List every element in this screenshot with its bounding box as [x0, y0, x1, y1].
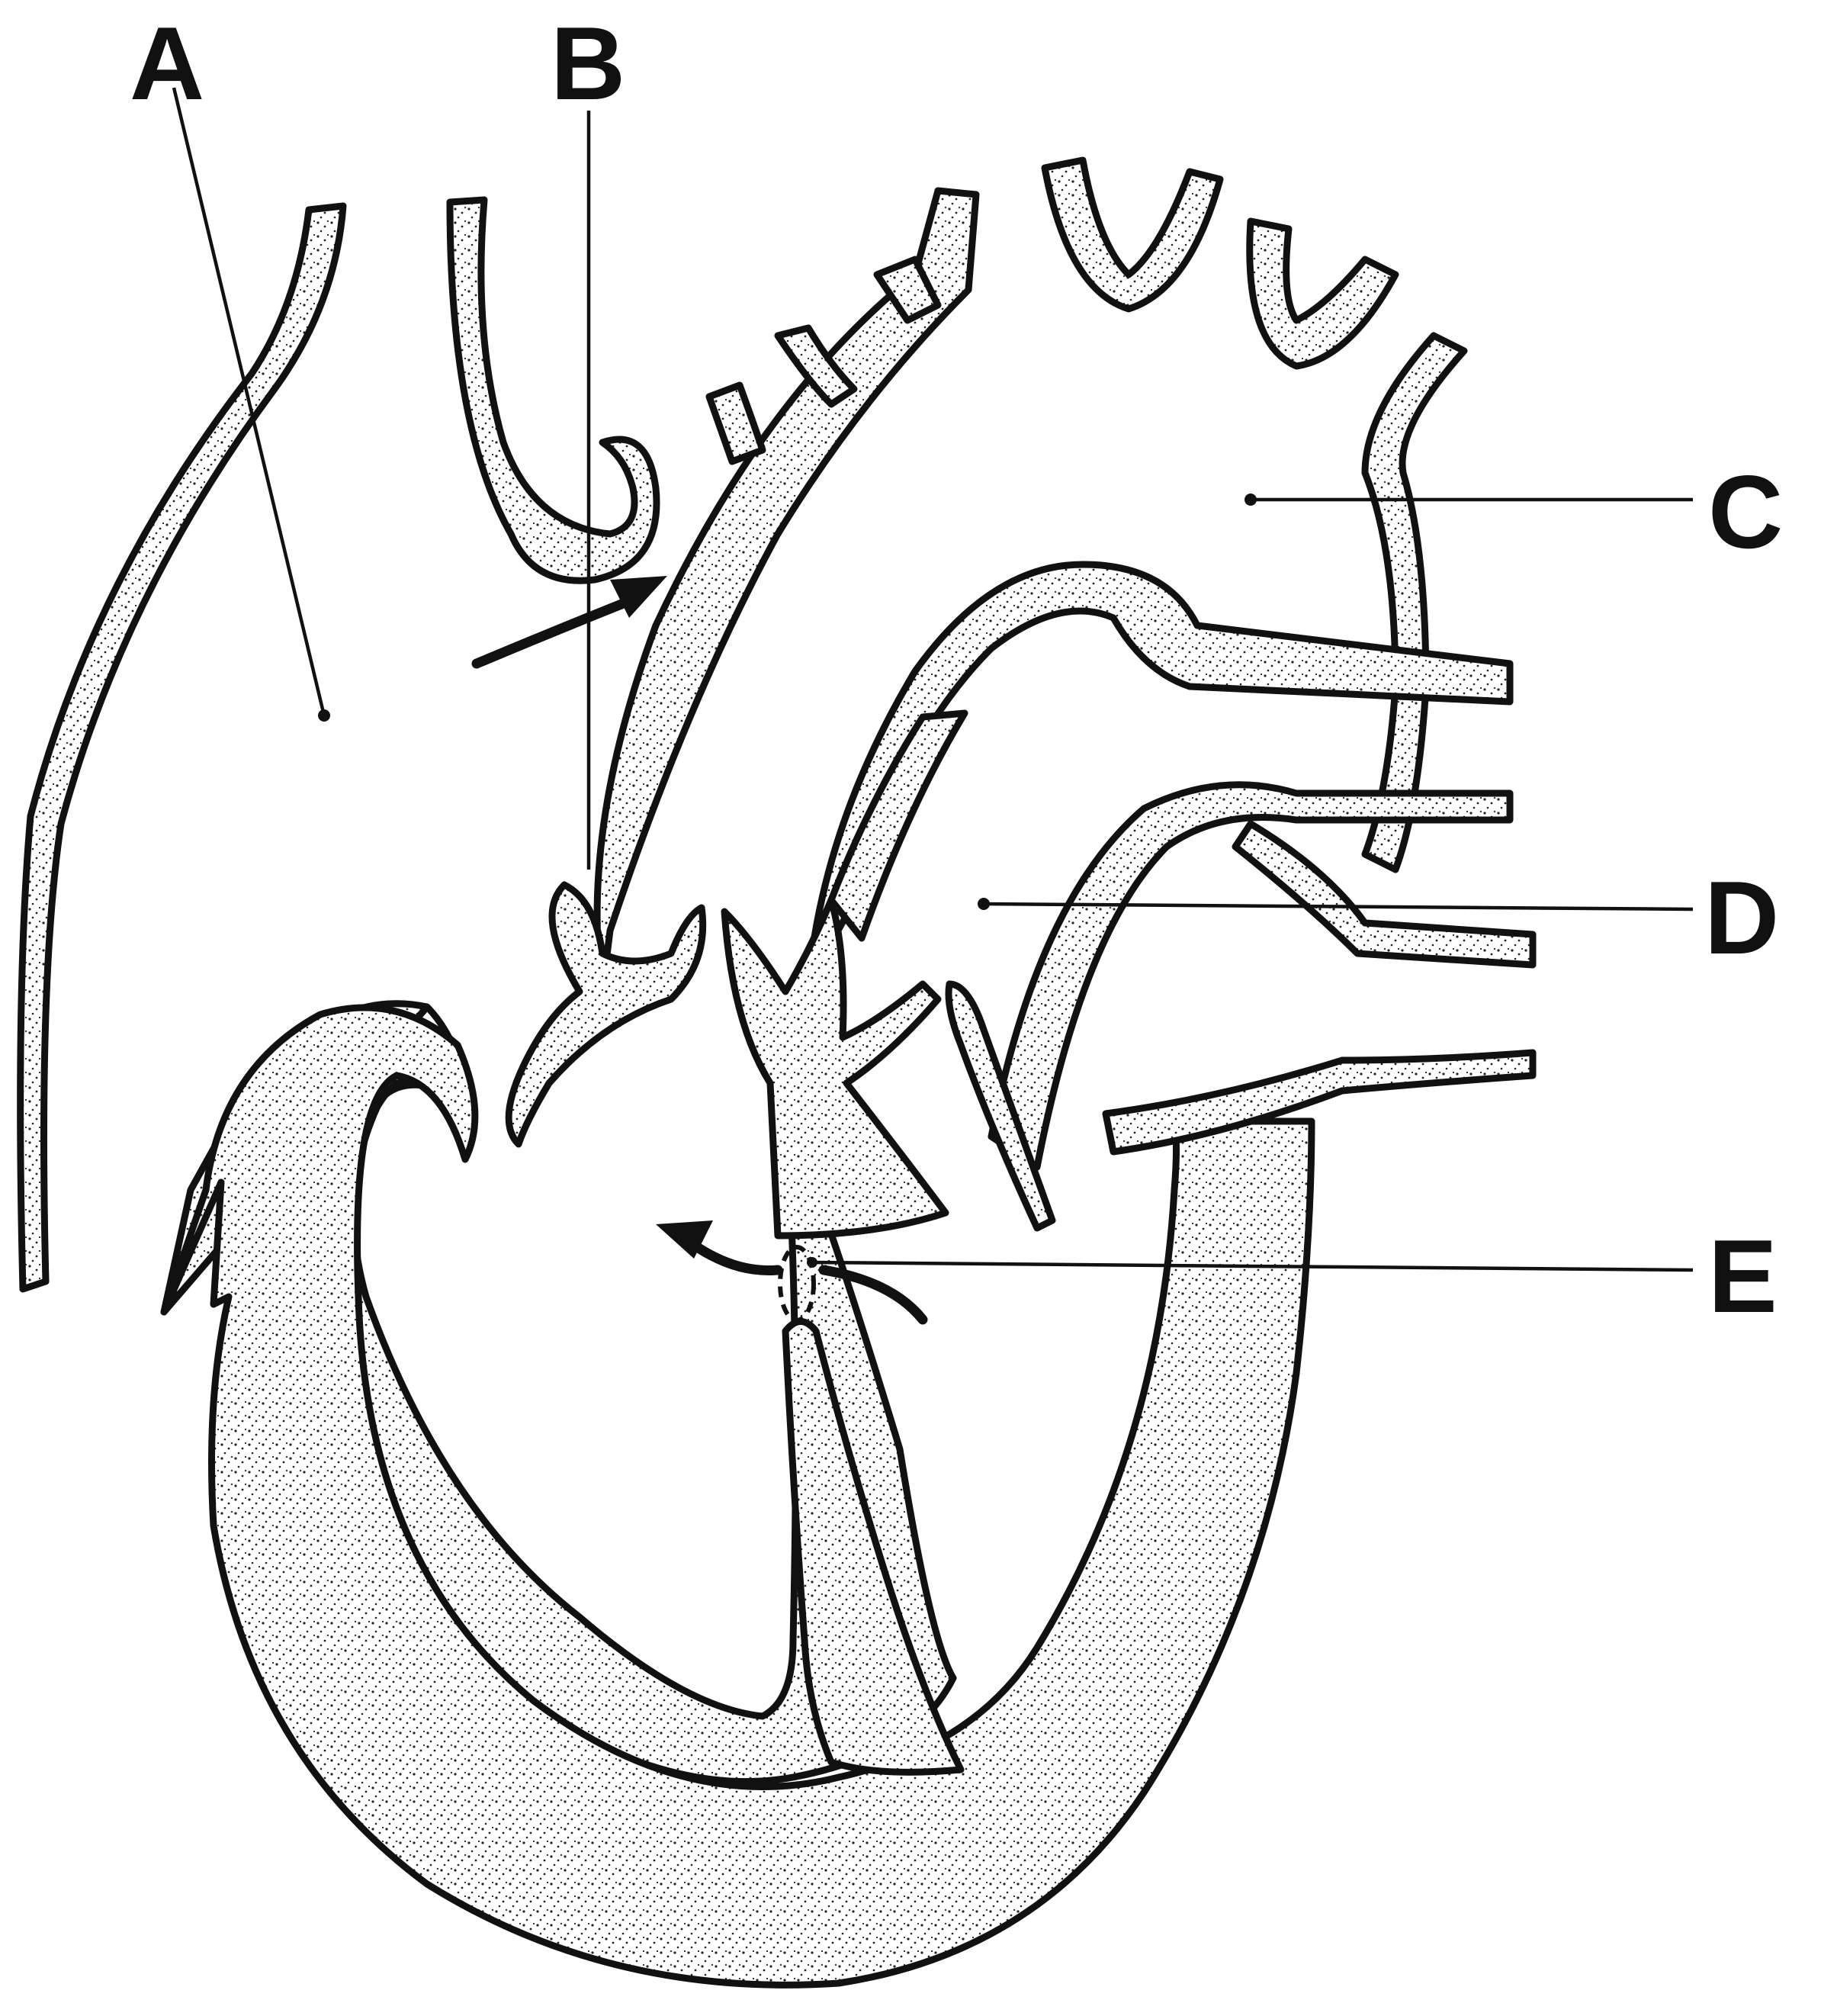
pulmonary-vein-bottom: [1102, 1049, 1537, 1156]
flow-arrow-lower-head: [656, 1220, 713, 1259]
leader-line-e: [811, 1260, 1694, 1272]
leader-dot-c: [1245, 494, 1257, 506]
flow-arrow-upper-head: [610, 576, 667, 618]
aortic-branch-3: [1041, 156, 1224, 313]
tricuspid-valve-flap: [505, 881, 707, 1148]
interventricular-septum: [782, 1318, 965, 1776]
label-e: E: [1708, 1218, 1778, 1334]
leader-dot-a: [318, 709, 330, 722]
label-a: A: [130, 5, 204, 121]
aortic-branch-4: [1246, 217, 1399, 370]
aortic-branch-1: [774, 324, 858, 408]
leader-dot-d: [978, 898, 990, 910]
pulmonary-branch-small: [705, 381, 766, 465]
left-atrium-wall: [1361, 332, 1468, 873]
ventricle-outer-wall: [160, 1004, 1315, 1989]
flow-arrow-upper: [471, 597, 631, 669]
chorda-tendineae: [827, 709, 968, 942]
foramen-opening: [778, 1245, 816, 1323]
mitral-valve-flap-left: [721, 896, 949, 1240]
pulmonary-vein-lower: [988, 781, 1514, 1171]
pulmonary-vein-right: [1232, 820, 1537, 969]
label-c: C: [1708, 454, 1783, 570]
right-atrium-wall: [17, 202, 347, 1293]
label-b: B: [551, 5, 625, 121]
aortic-arch-wall: [593, 187, 980, 995]
mitral-valve-flap-right: [945, 980, 1056, 1232]
label-d: D: [1704, 860, 1779, 976]
leader-line-d: [983, 902, 1694, 912]
pulmonary-trunk-wall: [805, 561, 1514, 988]
leader-dot-e: [807, 1257, 817, 1268]
leader-line-a: [172, 87, 326, 716]
aortic-branch-2: [873, 256, 942, 324]
right-atrium-inner-wall: [446, 196, 660, 584]
